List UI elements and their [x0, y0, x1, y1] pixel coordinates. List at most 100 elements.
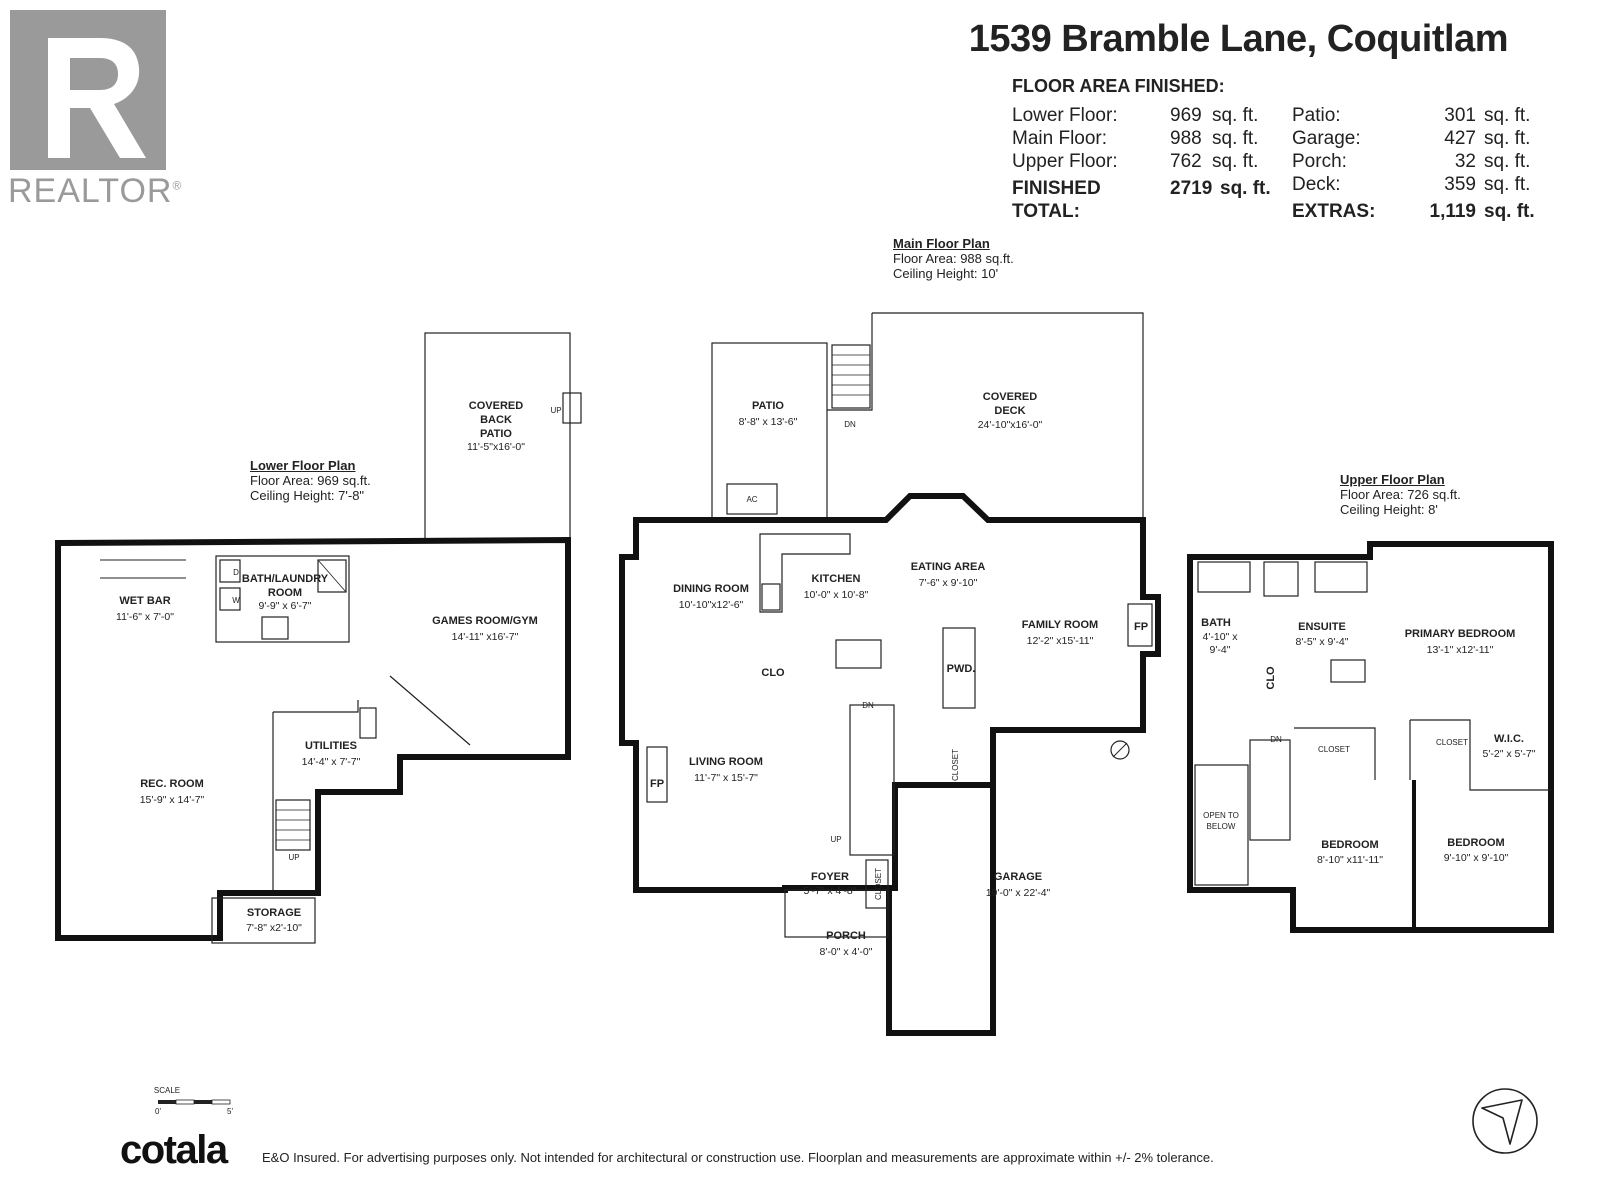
extra-label: Porch:	[1292, 151, 1347, 172]
area-unit: sq. ft.	[1212, 105, 1259, 126]
shower-diagonal	[317, 559, 347, 593]
extra-row: Garage: 427 sq. ft.	[1292, 127, 1535, 150]
extras-total-unit: sq. ft.	[1484, 201, 1535, 222]
patio-label: PATIO	[752, 400, 784, 412]
lower-stairs-up-label: UP	[288, 853, 299, 862]
storage-dim: 7'-8" x2'-10"	[246, 922, 302, 934]
property-address: 1539 Bramble Lane, Coquitlam	[968, 18, 1509, 60]
upper-floor-ceiling: Ceiling Height: 8'	[1340, 502, 1438, 517]
storage-outline	[211, 897, 316, 944]
patio-outline	[711, 342, 828, 520]
upper-floor-title: Upper Floor Plan	[1340, 472, 1445, 487]
water-heater-icon	[359, 707, 377, 739]
extra-unit: sq. ft.	[1484, 105, 1531, 126]
family-fireplace	[1127, 603, 1153, 647]
family-room-dim: 12'-2" x15'-11"	[1027, 635, 1094, 647]
upper-floor-plan	[1187, 541, 1554, 933]
extra-value: 427	[1444, 128, 1476, 149]
primary-bedroom-label: PRIMARY BEDROOM	[1405, 628, 1516, 640]
bath-laundry-label-1: BATH/LAUNDRY	[242, 573, 329, 585]
dining-room-dim: 10'-10"x12'-6"	[679, 599, 744, 611]
extras-total-value: 1,119	[1429, 201, 1477, 222]
upper-closet-label: CLO	[1265, 666, 1277, 690]
garage-dim: 19'-0" x 22'-4"	[986, 887, 1051, 899]
kitchen-island	[835, 639, 882, 669]
area-unit: sq. ft.	[1212, 151, 1259, 172]
bedroom-1-dim: 8'-10" x11'-11"	[1317, 854, 1383, 866]
bathtub-icon	[1197, 561, 1251, 593]
dryer-label: D	[233, 568, 239, 577]
bath-dim-2: 9'-4"	[1210, 644, 1231, 656]
bedroom-1-label: BEDROOM	[1321, 839, 1378, 851]
ac-label: AC	[746, 495, 757, 504]
patio-steps	[562, 392, 582, 424]
registered-mark: ®	[172, 178, 183, 193]
washer-label: W	[232, 596, 240, 605]
lower-floor-walls	[55, 536, 571, 941]
stove-icon	[761, 583, 781, 611]
storage-label: STORAGE	[247, 907, 301, 919]
extra-label: Garage:	[1292, 128, 1361, 149]
kitchen-dim: 10'-0" x 10'-8"	[804, 589, 869, 601]
extra-value: 301	[1444, 105, 1476, 126]
patio-up-label: UP	[550, 406, 561, 415]
area-unit: sq. ft.	[1212, 128, 1259, 149]
deck-stairs	[831, 344, 871, 409]
main-stairs-up-label: UP	[830, 835, 841, 844]
open-to-below-outline	[1194, 764, 1249, 886]
realtor-r-icon	[10, 10, 166, 170]
extras-total-label: EXTRAS:	[1292, 201, 1376, 222]
main-floor-plan	[619, 312, 1161, 1036]
porch-label: PORCH	[826, 930, 866, 942]
extra-unit: sq. ft.	[1484, 128, 1531, 149]
covered-back-patio-label-1: COVERED	[469, 400, 523, 412]
area-row: Upper Floor: 762 sq. ft.	[1012, 150, 1271, 173]
extra-label: Deck:	[1292, 174, 1341, 195]
disclaimer-text: E&O Insured. For advertising purposes on…	[262, 1150, 1214, 1165]
primary-bedroom-dim: 13'-1" x12'-11"	[1427, 644, 1494, 656]
lower-floor-title: Lower Floor Plan	[250, 458, 356, 473]
foyer-closet-label: CLOSET	[874, 868, 883, 900]
utilities-dim: 14'-4" x 7'-7"	[302, 756, 361, 768]
foyer-dim: 5'-7" x 4'-8"	[804, 885, 857, 897]
covered-back-patio-label-3: PATIO	[480, 428, 512, 440]
open-below-label-1: OPEN TO	[1203, 811, 1239, 820]
ensuite-dim: 8'-5" x 9'-4"	[1296, 636, 1349, 648]
area-label: Upper Floor:	[1012, 151, 1118, 172]
family-room-label: FAMILY ROOM	[1022, 619, 1098, 631]
powder-room-label: PWD.	[947, 663, 976, 675]
washer-icon	[219, 587, 241, 611]
extra-value: 32	[1454, 151, 1476, 172]
bath-dim-1: 4'-10" x	[1203, 631, 1239, 643]
wic-dim: 5'-2" x 5'-7"	[1483, 748, 1536, 760]
covered-back-patio-dim: 11'-5"x16'-0"	[467, 441, 525, 453]
realtor-logo: REALTOR®	[8, 8, 183, 213]
bedroom-2-dim: 9'-10" x 9'-10"	[1444, 852, 1509, 864]
covered-deck-dim: 24'-10"x16'-0"	[978, 419, 1043, 431]
finished-total-label: FINISHED TOTAL:	[1012, 178, 1101, 222]
cotala-logo: cotala	[120, 1128, 228, 1172]
shower-icon	[317, 559, 347, 593]
area-value: 762	[1170, 151, 1202, 172]
upper-floor-walls	[1187, 541, 1554, 933]
bath-laundry-outline	[215, 555, 350, 643]
garage-drain-icon	[1110, 740, 1130, 760]
lower-floor-info: Lower Floor Plan Floor Area: 969 sq.ft. …	[250, 458, 371, 503]
garage-walls	[886, 730, 996, 1036]
lower-floor-ceiling: Ceiling Height: 7'-8"	[250, 488, 365, 503]
rec-room-label: REC. ROOM	[140, 778, 204, 790]
area-label: Main Floor:	[1012, 128, 1108, 149]
dryer-icon	[219, 559, 241, 583]
dining-closet-label: CLO	[761, 667, 785, 679]
upper-interior-walls	[1294, 719, 1551, 791]
bath-laundry-label-2: ROOM	[268, 587, 302, 599]
games-room-label: GAMES ROOM/GYM	[432, 615, 538, 627]
games-room-dim: 14'-11" x16'-7"	[452, 631, 519, 643]
kitchen-counter	[759, 533, 851, 613]
living-room-dim: 11'-7" x 15'-7"	[694, 772, 758, 784]
bedroom-2-label: BEDROOM	[1447, 837, 1504, 849]
wet-bar-dim: 11'-6" x 7'-0"	[116, 611, 174, 623]
